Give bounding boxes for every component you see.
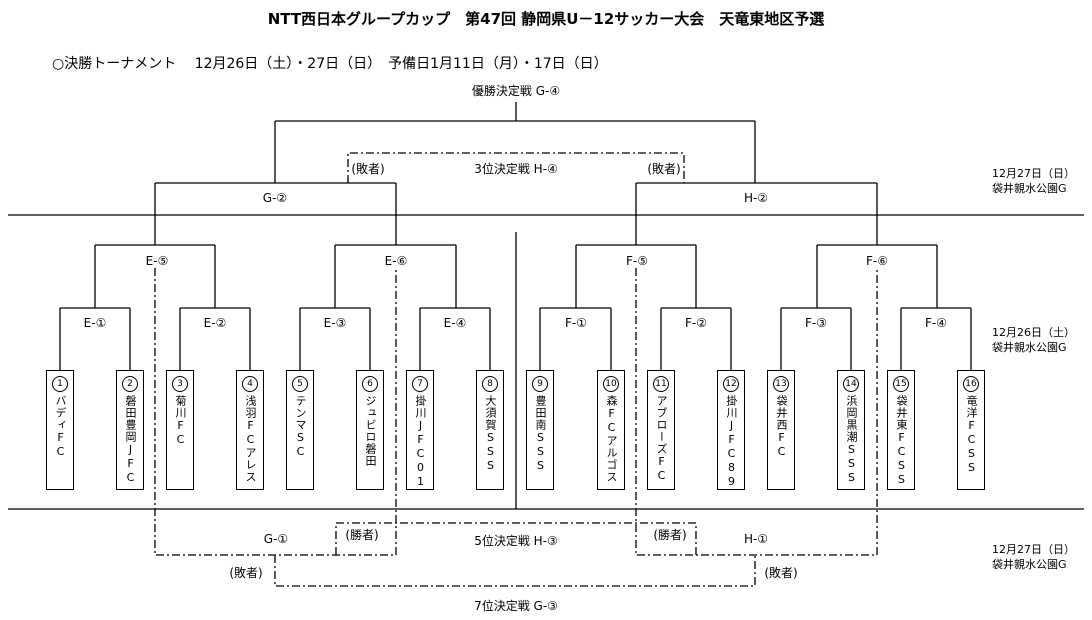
team-name: 磐田豊岡JFC: [124, 395, 137, 485]
winner-note-right: (勝者): [653, 528, 687, 542]
match-e5-label: E-⑤: [145, 254, 169, 268]
schedule-bottom: 12月27日（日） 袋井親水公園G: [992, 542, 1075, 572]
match-f3-label: F-③: [805, 316, 827, 330]
team-number-badge: 11: [653, 376, 669, 392]
match-e1-label: E-①: [83, 316, 107, 330]
team-name: 竜洋FCSS: [965, 395, 978, 475]
schedule-bottom-venue: 袋井親水公園G: [992, 558, 1067, 571]
team-number-badge: 3: [172, 376, 188, 392]
team-box: 7 掛川JFC01: [406, 370, 434, 490]
team-name: 豊田南SSS: [534, 395, 547, 473]
team-box: 13 袋井西FC: [767, 370, 795, 490]
team-box: 6 ジュビロ磐田: [356, 370, 384, 490]
team-name: 掛川JFC89: [725, 395, 738, 489]
team-box: 14 浜岡黒潮SSS: [837, 370, 865, 490]
team-number-badge: 13: [773, 376, 789, 392]
tournament-subtitle: ○決勝トーナメント 12月26日（土）・27日（日） 予備日1月11日（月）・1…: [52, 56, 608, 72]
team-number-badge: 9: [532, 376, 548, 392]
match-h2-label: H-②: [743, 191, 769, 205]
schedule-top: 12月27日（日） 袋井親水公園G: [992, 166, 1075, 196]
match-h1-label: H-①: [743, 532, 769, 546]
match-f5-label: F-⑤: [626, 254, 648, 268]
team-number-badge: 1: [52, 376, 68, 392]
team-name: 菊川FC: [174, 395, 187, 447]
team-number-badge: 16: [963, 376, 979, 392]
team-box: 5 テンマSC: [286, 370, 314, 490]
match-e6-label: E-⑥: [384, 254, 408, 268]
loser-note-right: (敗者): [647, 162, 681, 176]
loser-note-bottom-right: (敗者): [764, 566, 798, 580]
match-e4-label: E-④: [443, 316, 467, 330]
schedule-middle: 12月26日（土） 袋井親水公園G: [992, 325, 1075, 355]
team-number-badge: 10: [603, 376, 619, 392]
team-name: 浅羽FCアレス: [244, 395, 257, 483]
team-box: 10 森FCアルゴス: [597, 370, 625, 490]
team-box: 2 磐田豊岡JFC: [116, 370, 144, 490]
team-name: 浜岡黒潮SSS: [845, 395, 858, 485]
fifth-place-match-label: 5位決定戦 H-③: [474, 534, 558, 548]
team-name: ジュビロ磐田: [364, 395, 377, 467]
team-number-badge: 12: [723, 376, 739, 392]
team-number-badge: 6: [362, 376, 378, 392]
loser-note-left: (敗者): [351, 162, 385, 176]
team-name: 袋井西FC: [775, 395, 788, 459]
page-title: NTT西日本グループカップ 第47回 静岡県U－12サッカー大会 天竜東地区予選: [267, 10, 825, 28]
team-name: 袋井東FCSS: [895, 395, 908, 487]
team-name: 大須賀SSS: [484, 395, 497, 473]
team-box: 11 アブローズFC: [647, 370, 675, 490]
final-match-label: 優勝決定戦 G-④: [471, 84, 561, 98]
bracket-lines: [8, 102, 1084, 510]
schedule-top-date: 12月27日（日）: [992, 167, 1075, 180]
team-number-badge: 4: [242, 376, 258, 392]
team-number-badge: 2: [122, 376, 138, 392]
match-f1-label: F-①: [565, 316, 587, 330]
team-box: 15 袋井東FCSS: [887, 370, 915, 490]
team-number-badge: 8: [482, 376, 498, 392]
third-place-match-label: 3位決定戦 H-④: [474, 162, 558, 176]
schedule-bottom-date: 12月27日（日）: [992, 543, 1075, 556]
team-number-badge: 7: [412, 376, 428, 392]
team-number-badge: 5: [292, 376, 308, 392]
team-box: 4 浅羽FCアレス: [236, 370, 264, 490]
match-g1-label: G-①: [263, 532, 289, 546]
team-name: アブローズFC: [655, 395, 668, 483]
schedule-middle-date: 12月26日（土）: [992, 326, 1075, 339]
team-box: 3 菊川FC: [166, 370, 194, 490]
schedule-middle-venue: 袋井親水公園G: [992, 341, 1067, 354]
team-box: 12 掛川JFC89: [717, 370, 745, 490]
team-name: テンマSC: [294, 395, 307, 459]
match-e2-label: E-②: [203, 316, 227, 330]
match-f6-label: F-⑥: [866, 254, 888, 268]
consolation-lines: [154, 152, 878, 587]
schedule-top-venue: 袋井親水公園G: [992, 182, 1067, 195]
team-name: バディFC: [54, 395, 67, 459]
match-e3-label: E-③: [323, 316, 347, 330]
team-box: 1 バディFC: [46, 370, 74, 490]
winner-note-left: (勝者): [345, 528, 379, 542]
team-number-badge: 15: [893, 376, 909, 392]
match-g2-label: G-②: [262, 191, 288, 205]
team-box: 9 豊田南SSS: [526, 370, 554, 490]
team-box: 8 大須賀SSS: [476, 370, 504, 490]
team-name: 森FCアルゴス: [605, 395, 618, 483]
match-f2-label: F-②: [685, 316, 707, 330]
team-name: 掛川JFC01: [414, 395, 427, 489]
seventh-place-match-label: 7位決定戦 G-③: [474, 599, 558, 613]
match-f4-label: F-④: [925, 316, 947, 330]
team-number-badge: 14: [843, 376, 859, 392]
team-box: 16 竜洋FCSS: [957, 370, 985, 490]
loser-note-bottom-left: (敗者): [229, 566, 263, 580]
